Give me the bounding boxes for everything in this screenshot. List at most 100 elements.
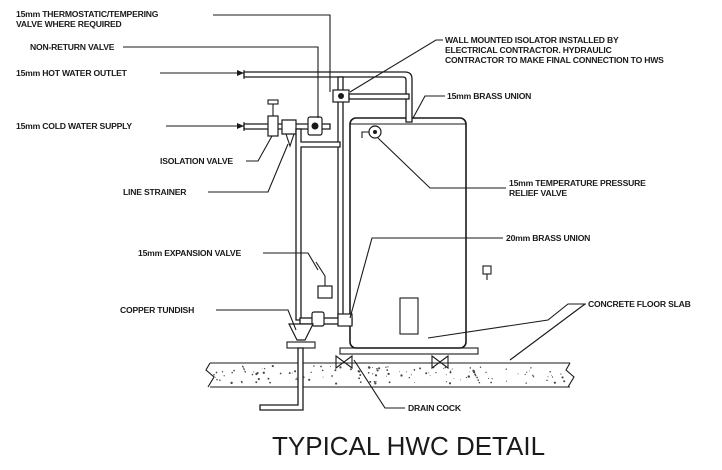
slab-aggregate-dot xyxy=(335,382,338,385)
hot-riser-pipe xyxy=(337,76,344,318)
slab-aggregate-dot xyxy=(214,376,216,378)
slab-aggregate-dot xyxy=(467,375,470,378)
element-cover xyxy=(399,297,419,335)
slab-aggregate-dot xyxy=(320,365,322,368)
slab-aggregate-dot xyxy=(257,378,260,381)
slab-aggregate-dot xyxy=(399,371,401,373)
slab-aggregate-dot xyxy=(223,375,225,377)
label-drain-cock: DRAIN COCK xyxy=(408,403,462,413)
slab-aggregate-dot xyxy=(255,381,258,384)
label-thermostatic-line2: VALVE WHERE REQUIRED xyxy=(16,19,122,29)
slab-aggregate-dot xyxy=(267,377,270,380)
label-copper-tundish: COPPER TUNDISH xyxy=(120,305,194,315)
slab-aggregate-dot xyxy=(331,375,333,377)
slab-aggregate-dot xyxy=(562,377,564,379)
slab-aggregate-dot xyxy=(329,366,331,367)
slab-aggregate-dot xyxy=(449,370,452,372)
slab-aggregate-dot xyxy=(451,368,453,370)
slab-aggregate-dot xyxy=(334,369,337,372)
slab-aggregate-dot xyxy=(313,365,315,367)
slab-aggregate-dot xyxy=(372,367,373,369)
slab-aggregate-dot xyxy=(388,373,390,375)
slab-aggregate-dot xyxy=(376,369,379,372)
label-brass-union-15: 15mm BRASS UNION xyxy=(447,91,531,101)
slab-aggregate-dot xyxy=(221,371,224,373)
slab-aggregate-dot xyxy=(505,380,507,382)
slab-aggregate-dot xyxy=(485,371,487,373)
slab-aggregate-dot xyxy=(488,377,490,380)
slab-aggregate-dot xyxy=(553,381,556,384)
brass-union-20-icon xyxy=(337,313,353,327)
slab-aggregate-dot xyxy=(400,374,403,377)
slab-aggregate-dot xyxy=(429,375,431,377)
slab-aggregate-dot xyxy=(446,374,448,376)
slab-aggregate-dot xyxy=(505,368,507,370)
slab-aggregate-dot xyxy=(216,378,218,381)
slab-aggregate-dot xyxy=(375,381,377,383)
slab-aggregate-dot xyxy=(460,379,462,381)
slab-aggregate-dot xyxy=(478,381,481,384)
slab-aggregate-dot xyxy=(474,373,476,376)
diagram-title: TYPICAL HWC DETAIL xyxy=(272,431,545,461)
label-tpr-line2: RELIEF VALVE xyxy=(509,188,567,198)
slab-aggregate-dot xyxy=(358,370,361,373)
slab-aggregate-dot xyxy=(469,367,472,369)
slab-aggregate-dot xyxy=(372,373,374,375)
slab-aggregate-dot xyxy=(386,375,388,377)
hot-water-outlet-pipe xyxy=(243,70,413,123)
label-line-strainer: LINE STRAINER xyxy=(123,187,187,197)
label-non-return-valve: NON-RETURN VALVE xyxy=(30,42,115,52)
slab-aggregate-dot xyxy=(215,371,218,374)
slab-aggregate-dot xyxy=(245,371,246,373)
slab-aggregate-dot xyxy=(349,368,352,371)
slab-aggregate-dot xyxy=(288,372,291,375)
slab-aggregate-dot xyxy=(263,367,266,370)
slab-aggregate-dot xyxy=(563,380,566,383)
label-cold-water-supply: 15mm COLD WATER SUPPLY xyxy=(16,121,132,131)
line-strainer-icon xyxy=(281,119,297,148)
slab-aggregate-dot xyxy=(413,369,416,371)
expansion-valve-icon xyxy=(315,261,333,299)
slab-aggregate-dot xyxy=(465,376,468,379)
slab-aggregate-dot xyxy=(491,378,493,380)
slab-aggregate-dot xyxy=(339,366,342,369)
slab-aggregate-dot xyxy=(532,374,534,377)
slab-aggregate-dot xyxy=(428,372,430,374)
label-isolator-line1: WALL MOUNTED ISOLATOR INSTALLED BY xyxy=(445,35,619,45)
slab-aggregate-dot xyxy=(453,378,455,380)
slab-aggregate-dot xyxy=(374,374,378,377)
slab-aggregate-dot xyxy=(419,367,422,370)
slab-aggregate-dot xyxy=(472,370,476,374)
slab-aggregate-dot xyxy=(490,381,492,384)
tempering-valve-icon xyxy=(332,89,410,103)
slab-aggregate-dot xyxy=(526,371,528,373)
slab-aggregate-dot xyxy=(256,371,259,375)
concrete-floor-slab xyxy=(205,362,575,388)
slab-aggregate-dot xyxy=(322,376,324,378)
slab-aggregate-dot xyxy=(367,371,370,374)
slab-aggregate-dot xyxy=(321,369,324,372)
slab-aggregate-dot xyxy=(524,373,526,376)
non-return-valve-icon xyxy=(307,116,323,136)
slab-aggregate-dot xyxy=(230,381,233,385)
slab-aggregate-dot xyxy=(242,366,244,368)
label-thermostatic-line1: 15mm THERMOSTATIC/TEMPERING xyxy=(16,9,159,19)
slab-aggregate-dot xyxy=(213,374,215,376)
slab-aggregate-dot xyxy=(231,371,233,374)
slab-aggregate-dot xyxy=(292,372,294,374)
label-expansion-valve: 15mm EXPANSION VALVE xyxy=(138,248,241,258)
slab-aggregate-dot xyxy=(406,371,408,373)
leader-arrows xyxy=(237,70,244,129)
slab-aggregate-dot xyxy=(359,374,362,376)
cold-feed-pipe xyxy=(295,128,341,321)
slab-aggregate-dot xyxy=(410,374,412,376)
slab-aggregate-dot xyxy=(532,376,535,378)
slab-aggregate-dot xyxy=(468,371,470,373)
slab-aggregate-dot xyxy=(295,378,297,380)
foot-valve-left xyxy=(335,354,353,370)
slab-aggregate-dot xyxy=(376,368,378,370)
slab-aggregate-dot xyxy=(525,382,527,384)
slab-aggregate-dot xyxy=(388,381,391,384)
slab-aggregate-dot xyxy=(251,373,254,376)
